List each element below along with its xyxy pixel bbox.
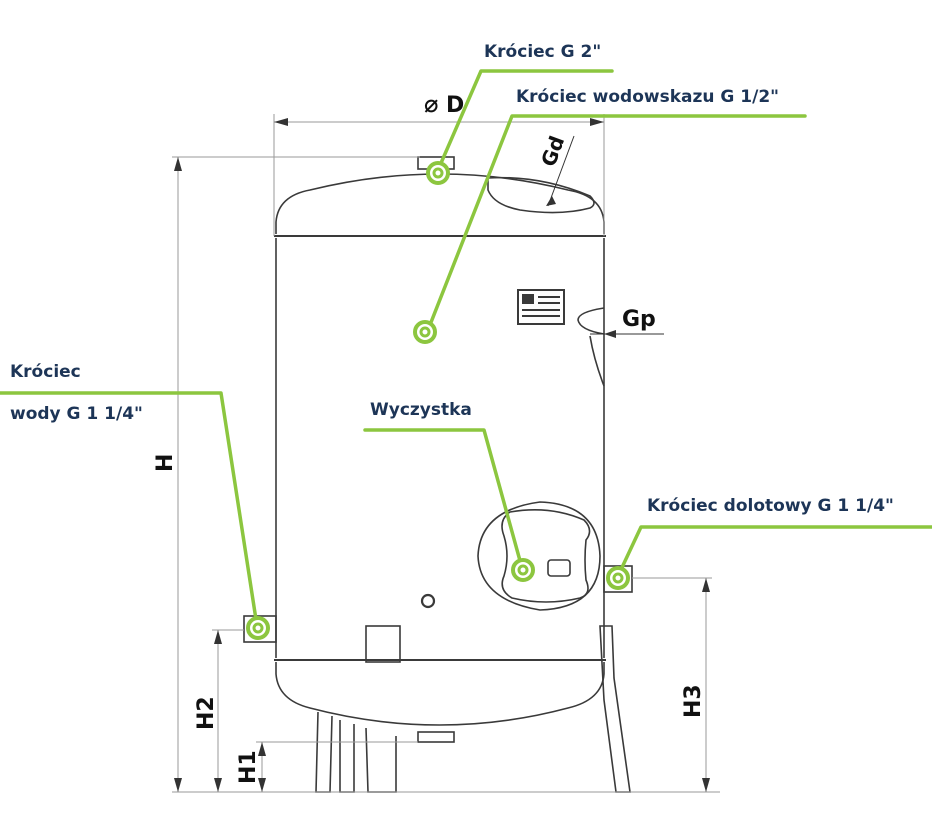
bottom-dome xyxy=(275,662,605,726)
green-ring-marker-icon xyxy=(246,616,270,640)
leg-left xyxy=(315,711,355,793)
dimension-lines xyxy=(172,114,720,793)
dim-h-label: H xyxy=(153,454,178,472)
bottom-nozzle-shape xyxy=(417,731,455,743)
dim-h2-label: H2 xyxy=(194,696,219,730)
green-ring-marker-icon xyxy=(426,161,450,185)
leg-center xyxy=(365,625,401,663)
green-ring-marker-icon xyxy=(606,566,630,590)
nameplate-icon xyxy=(517,289,565,325)
small-port xyxy=(420,593,436,609)
leader-top-nozzle xyxy=(436,69,614,172)
dim-gd-label: Gd xyxy=(536,133,569,170)
diameter-symbol: ⌀ xyxy=(424,90,438,118)
dimension-arrows xyxy=(174,118,710,792)
leader-cleanout xyxy=(363,428,524,570)
dim-gd-line xyxy=(547,135,575,207)
callout-cleanout: Wyczystka xyxy=(370,400,472,420)
callout-gauge-nozzle: Króciec wodowskazu G 1/2" xyxy=(516,87,780,107)
gp-nozzle-shape xyxy=(577,307,605,335)
water-nozzle-shape xyxy=(243,615,277,643)
manhole-ring xyxy=(477,501,601,611)
gp-inner xyxy=(589,335,605,387)
leader-inlet-nozzle xyxy=(616,525,932,578)
markers xyxy=(246,161,630,640)
callout-top-nozzle: Króciec G 2" xyxy=(484,42,602,62)
callout-inlet-nozzle: Króciec dolotowy G 1 1/4" xyxy=(647,496,894,516)
dim-h3-label: H3 xyxy=(681,684,706,718)
callout-water-nozzle-line1: Króciec xyxy=(10,362,81,382)
dim-d-label: D xyxy=(446,93,464,118)
manhole-cover xyxy=(501,508,591,603)
tank-outline xyxy=(243,156,633,793)
dim-h1-label: H1 xyxy=(236,750,261,784)
manhole-bolt xyxy=(547,559,571,577)
leader-water-nozzle xyxy=(0,391,259,628)
callout-water-nozzle-line2: wody G 1 1/4" xyxy=(10,404,143,424)
sight-window xyxy=(487,176,595,214)
green-ring-marker-icon xyxy=(413,320,437,344)
leg-center-lower xyxy=(365,727,397,793)
leader-gauge-nozzle xyxy=(426,114,807,332)
dim-gp-label: Gp xyxy=(622,307,656,332)
green-ring-marker-icon xyxy=(511,558,535,582)
leader-lines xyxy=(0,69,932,628)
